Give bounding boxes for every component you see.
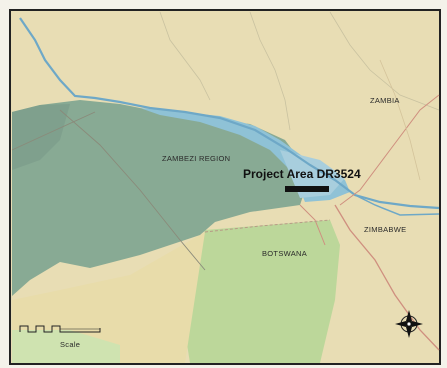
project-area-marker[interactable]	[285, 186, 329, 192]
north-arrow-compass-icon	[395, 310, 423, 338]
road-2	[11, 111, 96, 151]
zambezi-river	[19, 17, 440, 210]
border-line	[204, 219, 331, 233]
southwest-green	[12, 330, 120, 363]
minor-river-3	[329, 11, 440, 111]
zambezi-region-area	[12, 100, 305, 296]
label-zambezi-region: ZAMBEZI REGION	[162, 154, 230, 163]
road-south-east	[334, 204, 440, 351]
botswana-area	[180, 220, 340, 363]
river-branch	[354, 194, 440, 216]
minor-river-2	[249, 11, 291, 131]
road-zambia	[379, 59, 421, 181]
road-border	[299, 204, 326, 246]
road-north-east	[339, 94, 440, 206]
label-zambia: ZAMBIA	[370, 96, 400, 105]
minor-river-1	[159, 11, 211, 101]
label-scale: Scale	[60, 340, 80, 349]
label-zimbabwe: ZIMBABWE	[364, 225, 406, 234]
road-1	[59, 109, 206, 271]
scale-bar: Scale	[19, 325, 101, 349]
label-botswana: BOTSWANA	[262, 249, 307, 258]
label-project-area: Project Area DR3524	[243, 167, 361, 181]
